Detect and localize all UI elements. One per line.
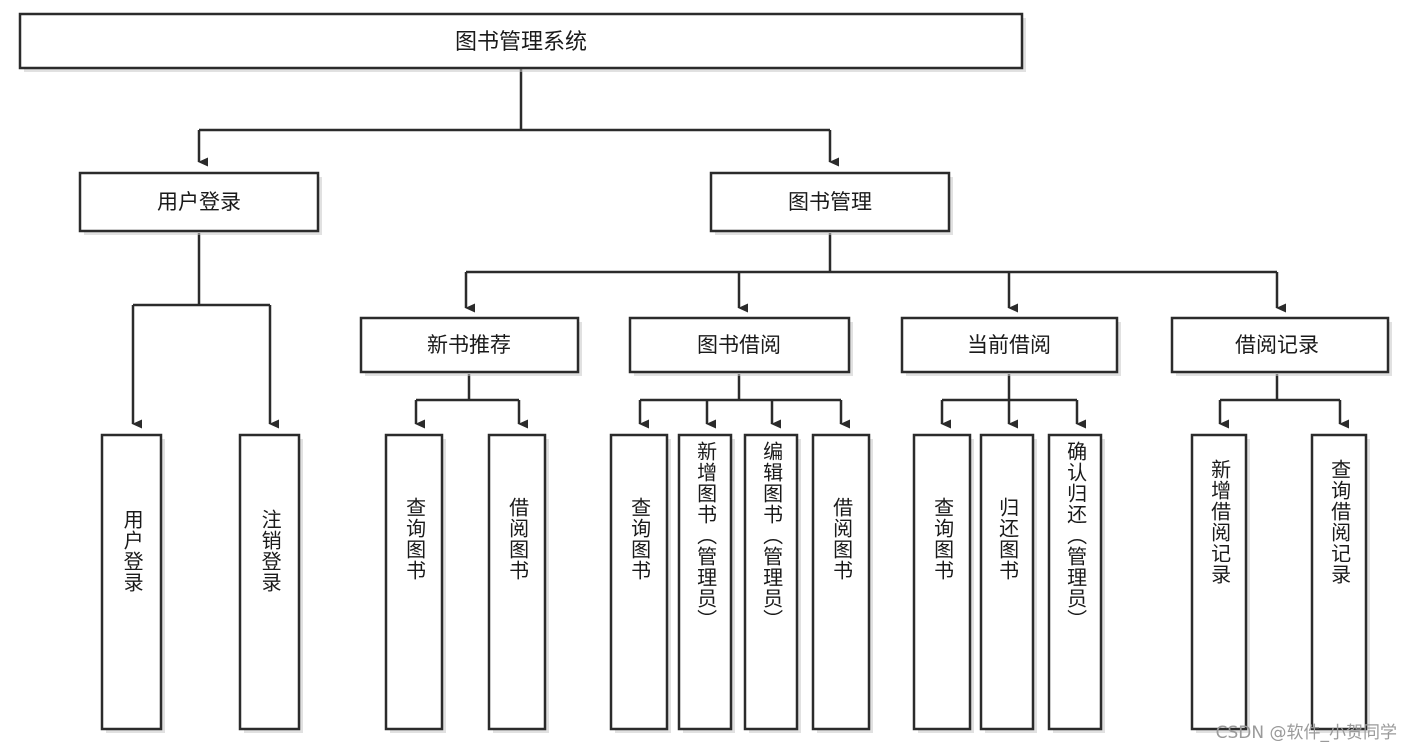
node-borrow-record[interactable]: 借阅记录	[1170, 316, 1392, 376]
node-new-book-recommend[interactable]: 新书推荐	[359, 316, 582, 376]
node-user-login[interactable]: 用户登录	[78, 171, 322, 235]
leaf-new-book-1-box[interactable]	[384, 433, 444, 731]
node-user-login-box[interactable]	[78, 171, 320, 233]
node-root-label: 图书管理系统	[455, 30, 587, 55]
leaf-user-login-2-box[interactable]	[238, 433, 301, 731]
leaf-new-book-2-box[interactable]	[487, 433, 547, 731]
node-book-manage[interactable]: 图书管理	[709, 171, 953, 235]
node-user-login-label: 用户登录	[157, 190, 241, 214]
node-borrow-record-label: 借阅记录	[1235, 333, 1319, 357]
leaf-book-borrow-1-box[interactable]	[609, 433, 669, 731]
leaf-borrow-record-1-box[interactable]	[1190, 433, 1248, 731]
node-new-book-recommend-label: 新书推荐	[427, 333, 511, 357]
leaf-current-borrow-2-box[interactable]	[979, 433, 1035, 731]
node-book-borrow[interactable]: 图书借阅	[628, 316, 853, 376]
node-book-borrow-label: 图书借阅	[697, 333, 781, 357]
leaf-borrow-record-2-box[interactable]	[1310, 433, 1368, 731]
node-current-borrow[interactable]: 当前借阅	[900, 316, 1121, 376]
leaf-book-borrow-3-box[interactable]	[743, 433, 799, 731]
node-root[interactable]: 图书管理系统	[18, 12, 1026, 72]
leaf-book-borrow-4-box[interactable]	[811, 433, 871, 731]
leaf-book-borrow-2-box[interactable]	[677, 433, 733, 731]
leaf-current-borrow-1-box[interactable]	[912, 433, 972, 731]
node-borrow-record-box[interactable]	[1170, 316, 1390, 374]
node-root-box[interactable]	[18, 12, 1024, 70]
connectors-layer	[131, 69, 1349, 429]
leaf-boxes-layer	[100, 433, 1370, 733]
node-book-manage-box[interactable]	[709, 171, 951, 233]
node-book-borrow-box[interactable]	[628, 316, 851, 374]
node-current-borrow-label: 当前借阅	[967, 333, 1051, 357]
leaf-current-borrow-3-box[interactable]	[1047, 433, 1103, 731]
leaf-user-login-1-box[interactable]	[100, 433, 163, 731]
csdn-watermark: CSDN @软件_小贺同学	[1215, 723, 1397, 743]
node-current-borrow-box[interactable]	[900, 316, 1119, 374]
node-book-manage-label: 图书管理	[788, 190, 872, 214]
node-new-book-recommend-box[interactable]	[359, 316, 580, 374]
